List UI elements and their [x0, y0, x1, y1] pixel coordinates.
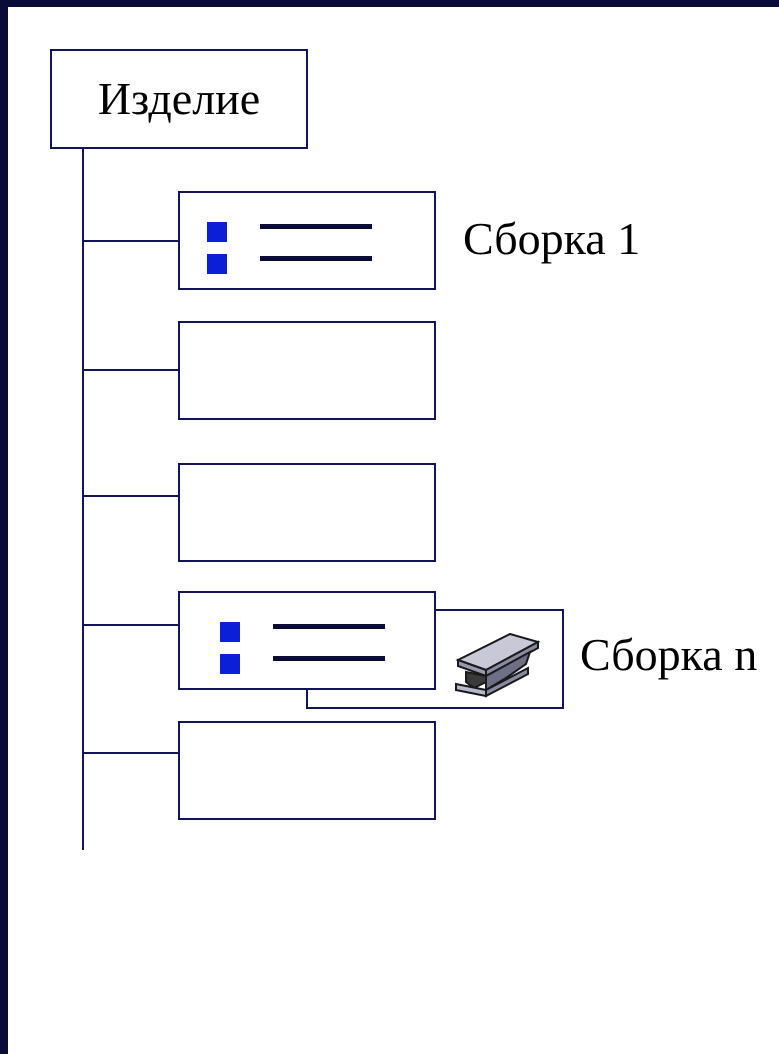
branch-line-4 — [82, 624, 179, 626]
child-node-2 — [178, 321, 436, 420]
list-line — [260, 256, 372, 261]
i-beam-icon — [455, 632, 540, 698]
child-node-4-label: Сборка n — [580, 629, 758, 680]
list-bullet — [220, 654, 240, 674]
list-bullet — [207, 254, 227, 274]
branch-line-1 — [82, 240, 179, 242]
tree-trunk-line — [82, 149, 84, 850]
list-bullet — [207, 222, 227, 242]
child-node-4 — [178, 591, 436, 690]
child-node-5 — [178, 721, 436, 820]
root-node: Изделие — [50, 49, 308, 149]
list-bullet — [220, 622, 240, 642]
child-node-1-label: Сборка 1 — [463, 213, 641, 264]
branch-line-2 — [82, 369, 179, 371]
list-line — [260, 224, 372, 229]
child-node-3 — [178, 463, 436, 562]
root-node-label: Изделие — [97, 73, 261, 124]
list-line — [273, 656, 385, 661]
branch-line-3 — [82, 495, 179, 497]
child-node-1 — [178, 191, 436, 290]
branch-line-5 — [82, 752, 179, 754]
list-line — [273, 624, 385, 629]
